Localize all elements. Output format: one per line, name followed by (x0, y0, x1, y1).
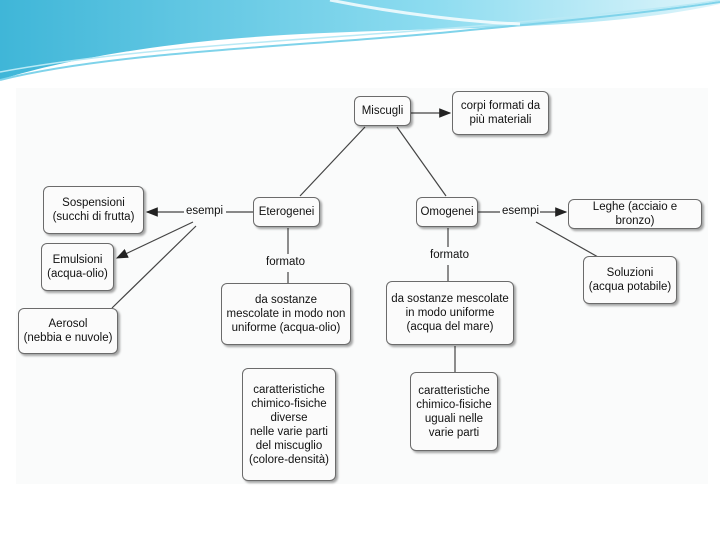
node-miscugli[interactable]: Miscugli (354, 96, 411, 126)
link-label-esempi-right: esempi (502, 205, 540, 217)
slide-header-swoosh (0, 0, 720, 81)
node-sostanze-non-uniforme[interactable]: da sostanze mescolate in modo non unifor… (221, 283, 351, 345)
node-omogenei[interactable]: Omogenei (416, 197, 478, 227)
link-label-esempi-left: esempi (186, 205, 224, 217)
node-corpi-formati[interactable]: corpi formati da più materiali (452, 91, 549, 135)
node-leghe[interactable]: Leghe (acciaio e bronzo) (568, 199, 702, 229)
link-label-formato-left: formato (266, 256, 305, 268)
node-soluzioni[interactable]: Soluzioni (acqua potabile) (583, 256, 677, 304)
node-eterogenei[interactable]: Eterogenei (253, 197, 320, 227)
node-emulsioni[interactable]: Emulsioni (acqua-olio) (41, 243, 114, 291)
node-sospensioni[interactable]: Sospensioni (succhi di frutta) (43, 186, 144, 234)
node-caratteristiche-diverse[interactable]: caratteristiche chimico-fisiche diverse … (242, 368, 336, 481)
link-label-formato-right: formato (430, 249, 469, 261)
node-aerosol[interactable]: Aerosol (nebbia e nuvole) (18, 308, 118, 354)
node-caratteristiche-uguali[interactable]: caratteristiche chimico-fisiche uguali n… (410, 372, 498, 451)
node-sostanze-uniforme[interactable]: da sostanze mescolate in modo uniforme (… (386, 281, 514, 345)
